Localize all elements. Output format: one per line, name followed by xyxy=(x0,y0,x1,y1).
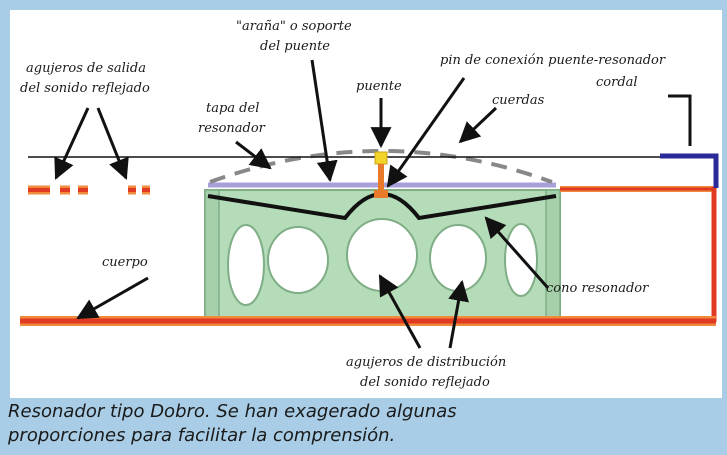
label-puente: puente xyxy=(356,79,402,94)
caption-line-2: proporciones para facilitar la comprensi… xyxy=(8,425,396,446)
arrow-cono xyxy=(484,216,550,289)
label-tapa-2: resonador xyxy=(198,121,266,136)
figure-caption: Resonador tipo Dobro. Se han exagerado a… xyxy=(8,400,720,448)
arrow-cuerpo xyxy=(76,276,149,320)
label-arana-2: del puente xyxy=(260,39,330,54)
arrow-cuerdas xyxy=(458,106,498,144)
label-agujeros-salida-1: agujeros de salida xyxy=(26,61,146,76)
arrow-salida-right xyxy=(96,107,129,180)
label-agujeros-salida-2: del sonido reflejado xyxy=(20,81,150,96)
bridge xyxy=(374,151,388,165)
label-tapa-1: tapa del xyxy=(206,101,259,116)
caption-line-1: Resonador tipo Dobro. Se han exagerado a… xyxy=(8,401,457,422)
distribution-hole xyxy=(429,224,487,292)
guitar-body xyxy=(20,185,717,326)
label-cuerpo: cuerpo xyxy=(102,255,148,270)
arrow-tapa xyxy=(235,140,272,170)
dobro-resonator-diagram: agujeros de salida del sonido reflejado … xyxy=(10,10,722,398)
bridge-connection-pin xyxy=(378,164,384,190)
label-pin: pin de conexión puente-resonador xyxy=(440,53,666,68)
arrow-cordal xyxy=(668,94,692,146)
resonator-housing xyxy=(204,189,561,319)
distribution-hole xyxy=(267,226,329,294)
label-distribucion-1: agujeros de distribución xyxy=(346,355,506,370)
label-cordal: cordal xyxy=(596,75,638,90)
labels: agujeros de salida del sonido reflejado … xyxy=(20,19,666,390)
arrow-distribucion-right xyxy=(448,279,469,349)
label-arana-1: "araña" o soporte xyxy=(236,19,352,34)
tailpiece-cordal xyxy=(660,153,719,188)
distribution-hole xyxy=(227,224,265,306)
arrow-arana xyxy=(310,59,338,183)
label-cono: cono resonador xyxy=(546,281,649,296)
arrow-salida-left xyxy=(54,107,90,180)
arrow-distribucion-left xyxy=(378,274,422,349)
distribution-hole xyxy=(504,223,538,297)
arrow-pin xyxy=(386,77,466,188)
bridge-pin-base xyxy=(374,190,388,198)
label-distribucion-2: del sonido reflejado xyxy=(360,375,490,390)
label-cuerdas: cuerdas xyxy=(492,93,545,108)
